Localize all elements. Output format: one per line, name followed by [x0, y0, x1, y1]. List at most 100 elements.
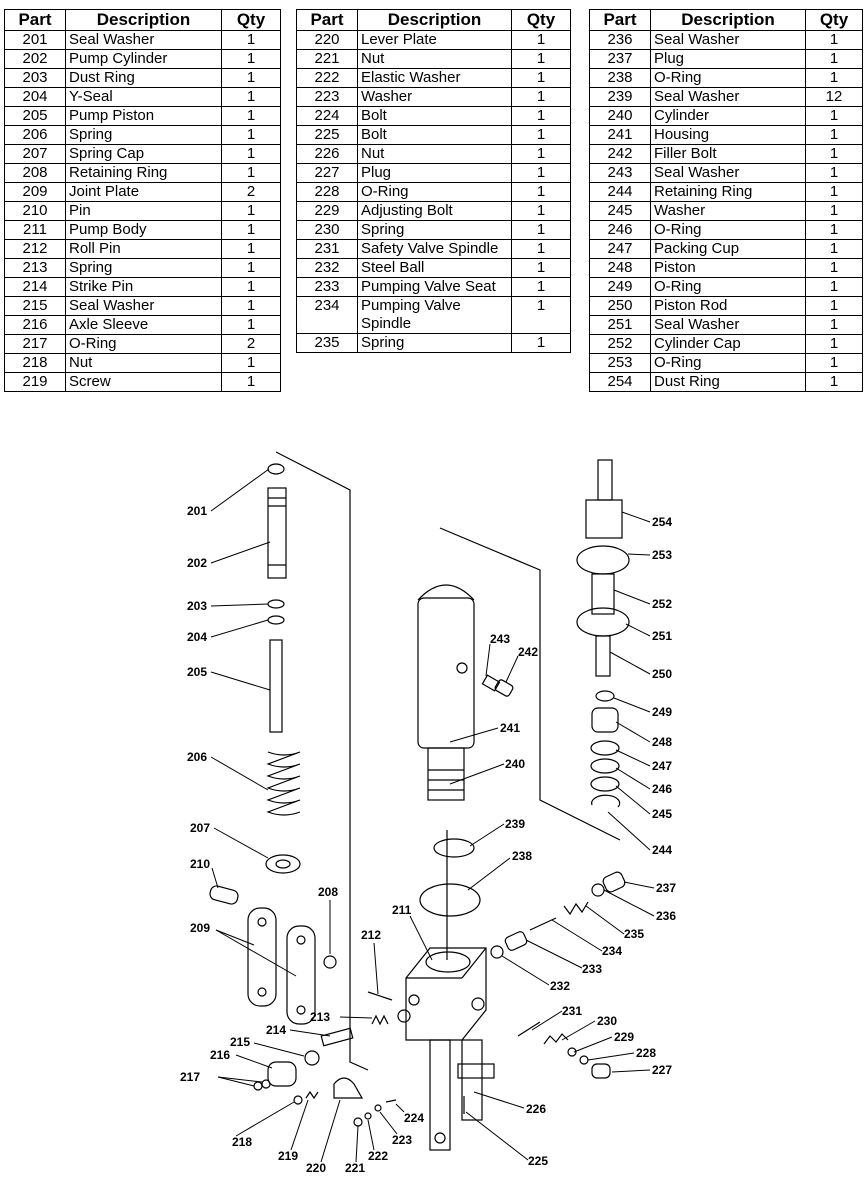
callout-label-201: 201 [187, 504, 207, 518]
callout-label-234: 234 [602, 944, 622, 958]
part-description: O-Ring [650, 353, 806, 373]
part-description: Steel Ball [357, 258, 512, 278]
part-number: 213 [4, 258, 66, 278]
callout-label-219: 219 [278, 1149, 298, 1163]
part-quantity: 1 [511, 239, 571, 259]
callout-label-237: 237 [656, 881, 676, 895]
part-description: Adjusting Bolt [357, 201, 512, 221]
part-description: Seal Washer [65, 30, 222, 50]
callout-label-238: 238 [512, 849, 532, 863]
part-236-seal-washer [591, 883, 605, 897]
callout-label-218: 218 [232, 1135, 252, 1149]
callout-label-252: 252 [652, 597, 672, 611]
part-quantity: 1 [805, 372, 863, 392]
part-quantity: 1 [511, 87, 571, 107]
part-233-pumping-valve-seat [504, 931, 528, 951]
part-description: Nut [357, 49, 512, 69]
part-241-housing [417, 597, 475, 749]
callout-label-235: 235 [624, 927, 644, 941]
part-238-o-ring [419, 883, 481, 917]
callout-label-214: 214 [266, 1023, 286, 1037]
part-251-seal-washer [576, 607, 630, 637]
part-quantity: 1 [221, 372, 281, 392]
part-221-nut [353, 1117, 363, 1127]
part-number: 227 [296, 163, 358, 183]
part-228-o-ring [579, 1055, 589, 1065]
part-240-cylinder [427, 747, 465, 801]
part-number: 221 [296, 49, 358, 69]
callout-label-207: 207 [190, 821, 210, 835]
callout-label-221: 221 [345, 1161, 365, 1175]
part-number: 211 [4, 220, 66, 240]
callout-label-205: 205 [187, 665, 207, 679]
header-part: Part [4, 9, 66, 31]
part-209-joint-plate-b [286, 925, 316, 1025]
part-249-o-ring [595, 690, 615, 702]
part-212-roll-pin [367, 991, 393, 1001]
part-description: Lever Plate [357, 30, 512, 50]
part-description: Pin [65, 201, 222, 221]
part-number: 226 [296, 144, 358, 164]
table-header-row: Part Description Qty [296, 9, 571, 31]
callout-label-230: 230 [597, 1014, 617, 1028]
part-quantity: 1 [805, 125, 863, 145]
callout-label-250: 250 [652, 667, 672, 681]
part-229-adjusting-bolt [567, 1047, 577, 1057]
part-209-joint-plate-a [247, 907, 277, 1007]
part-number: 237 [589, 49, 651, 69]
part-number: 243 [589, 163, 651, 183]
part-number: 252 [589, 334, 651, 354]
callout-label-249: 249 [652, 705, 672, 719]
part-description: Seal Washer [650, 87, 806, 107]
part-description: Cylinder Cap [650, 334, 806, 354]
callout-label-240: 240 [505, 757, 525, 771]
callout-label-211: 211 [392, 903, 412, 917]
part-247-packing-cup [590, 740, 620, 756]
part-206-spring [266, 751, 301, 816]
part-226-nut [457, 1063, 495, 1079]
part-description: O-Ring [357, 182, 512, 202]
part-203-dust-ring [267, 599, 285, 609]
part-description: Screw [65, 372, 222, 392]
part-218-nut [293, 1095, 303, 1105]
part-211-pump-body [405, 947, 487, 1041]
part-quantity: 1 [221, 201, 281, 221]
housing-top [417, 584, 475, 601]
part-232-steel-ball [490, 945, 504, 959]
callout-label-210: 210 [190, 857, 210, 871]
callout-label-243: 243 [490, 632, 510, 646]
part-253-o-ring [576, 545, 630, 575]
callout-label-231: 231 [562, 1004, 582, 1018]
part-220-lever-plate [333, 1077, 364, 1099]
callout-label-222: 222 [368, 1149, 388, 1163]
callout-label-248: 248 [652, 735, 672, 749]
callout-label-251: 251 [652, 629, 672, 643]
part-number: 218 [4, 353, 66, 373]
part-234-pumping-valve-spindle [529, 917, 557, 931]
part-244-retaining-ring [591, 794, 621, 808]
part-248-piston [591, 707, 619, 733]
callout-label-209: 209 [190, 921, 210, 935]
callout-label-206: 206 [187, 750, 207, 764]
callout-label-202: 202 [187, 556, 207, 570]
header-qty: Qty [511, 9, 571, 31]
